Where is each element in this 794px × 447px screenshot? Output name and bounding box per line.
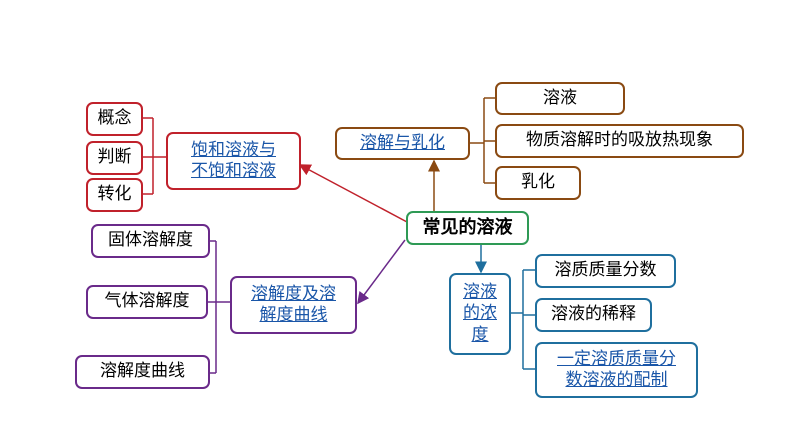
branch-solubility[interactable]: 溶解度及溶 解度曲线 (230, 276, 357, 334)
bracket-saturated (143, 117, 166, 195)
bracket-solubility (208, 240, 230, 374)
saturated-child-judge: 判断 (86, 141, 143, 175)
center-node: 常见的溶液 (406, 211, 529, 245)
branch-saturated[interactable]: 饱和溶液与 不饱和溶液 (166, 132, 301, 190)
solubility-child-solid: 固体溶解度 (91, 224, 210, 258)
branch-concentration[interactable]: 溶液 的浓 度 (449, 273, 511, 355)
concentration-child-dilution: 溶液的稀释 (535, 298, 652, 332)
branch-dissolution[interactable]: 溶解与乳化 (335, 127, 470, 160)
solubility-child-gas: 气体溶解度 (86, 285, 208, 319)
branch-concentration-label[interactable]: 溶液 的浓 度 (463, 282, 497, 345)
branch-saturated-label[interactable]: 饱和溶液与 不饱和溶液 (191, 139, 276, 181)
concentration-child-preparation[interactable]: 一定溶质质量分 数溶液的配制 (535, 342, 698, 398)
arrow-to-solubility (357, 239, 406, 305)
arrow-to-saturated (298, 164, 408, 223)
concentration-preparation-label[interactable]: 一定溶质质量分 数溶液的配制 (557, 348, 676, 390)
center-label: 常见的溶液 (422, 216, 513, 238)
solubility-child-curve: 溶解度曲线 (75, 355, 210, 389)
branch-dissolution-label[interactable]: 溶解与乳化 (360, 132, 445, 153)
concentration-child-fraction: 溶质质量分数 (535, 254, 676, 288)
dissolution-child-solution: 溶液 (495, 82, 625, 115)
dissolution-child-emulsify: 乳化 (495, 166, 581, 200)
branch-solubility-label[interactable]: 溶解度及溶 解度曲线 (251, 283, 336, 325)
saturated-child-convert: 转化 (86, 178, 143, 212)
dissolution-child-heat: 物质溶解时的吸放热现象 (495, 124, 744, 158)
bracket-dissolution (470, 97, 495, 184)
bracket-concentration (511, 269, 535, 370)
saturated-child-concept: 概念 (86, 102, 143, 136)
